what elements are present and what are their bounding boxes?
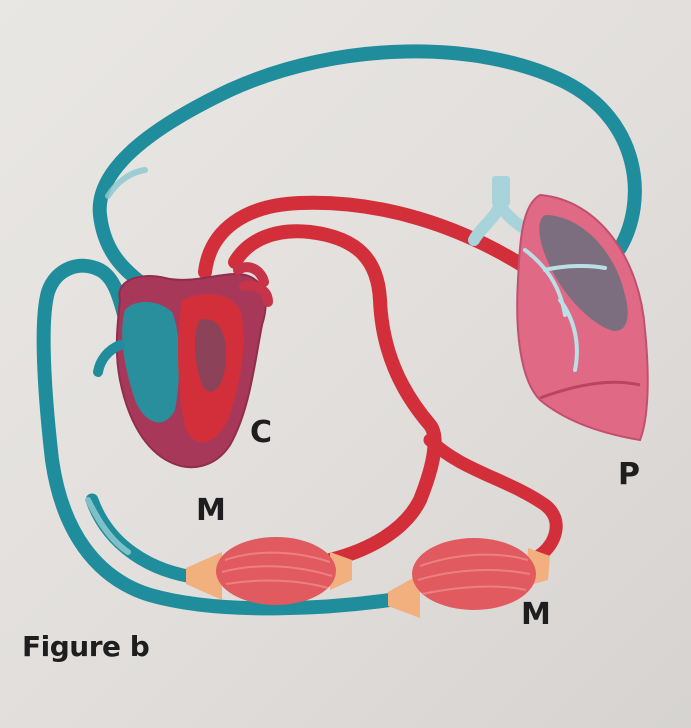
figure-caption: Figure b xyxy=(22,633,149,661)
lungs xyxy=(474,176,648,440)
muscle-left-label: M xyxy=(196,496,226,526)
artery-branch-right xyxy=(430,440,556,555)
muscle-left xyxy=(186,537,352,605)
heart-label: C xyxy=(250,418,272,448)
lungs-label: P xyxy=(618,460,640,490)
tendon-left-a xyxy=(186,552,222,600)
muscle-left-belly xyxy=(216,537,336,605)
muscle-right-label: M xyxy=(521,600,551,630)
heart xyxy=(98,267,268,467)
muscle-right-belly xyxy=(412,538,536,610)
